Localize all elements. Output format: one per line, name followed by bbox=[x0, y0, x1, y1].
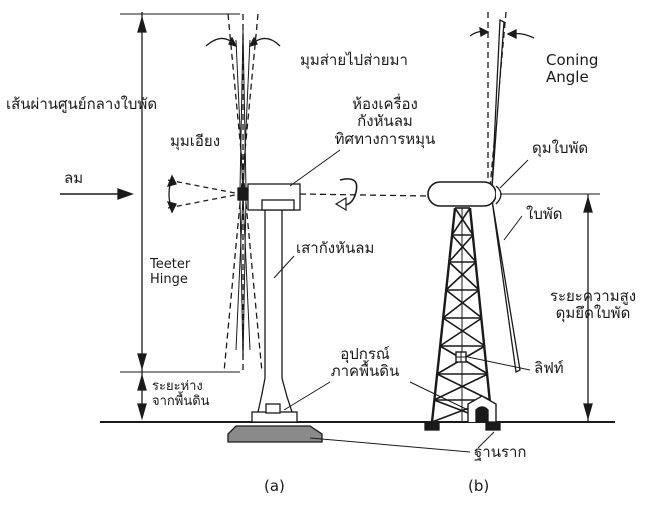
coning-line2: Angle bbox=[546, 68, 589, 87]
nacelle-b bbox=[427, 181, 497, 207]
foundation-b-left bbox=[424, 421, 440, 431]
foundation-leader-a bbox=[309, 437, 471, 453]
foundation-a bbox=[227, 425, 323, 443]
tower-label: เสากังหันลม bbox=[296, 239, 375, 257]
tower-a bbox=[251, 210, 298, 423]
lift-label: ลิฟท์ bbox=[534, 359, 564, 377]
wind-label: ลม bbox=[64, 169, 84, 187]
teeter-hinge-line2: Hinge bbox=[150, 271, 188, 287]
nacelle-label-line2: กังหันลม bbox=[357, 112, 413, 131]
yaw-angle-label: มุมเอียง bbox=[170, 132, 221, 150]
tower-leader bbox=[273, 255, 295, 279]
hub-height-label: ระยะความสูง ดุมยึดใบพัด bbox=[528, 287, 658, 323]
ground-equipment-line2: ภาคพื้นดิน bbox=[330, 362, 400, 381]
rotor-centerline-label: เส้นผ่านศูนย์กลางใบพัด bbox=[6, 95, 158, 113]
caption-b: (b) bbox=[468, 477, 490, 495]
nacelle-label: ห้องเครื่อง กังหันลม ทิศทางการหมุน bbox=[330, 95, 440, 148]
yaw-angle-lines bbox=[167, 179, 241, 209]
hub-height-dimension bbox=[500, 193, 600, 422]
teeter-hinge-line1: Teeter bbox=[150, 257, 191, 272]
foundation-label: ฐานราก bbox=[474, 443, 527, 461]
coning-line1: Coning bbox=[546, 51, 599, 69]
blade-leader bbox=[503, 215, 523, 241]
blade-label: ใบพัด bbox=[526, 205, 563, 223]
hub-a bbox=[237, 187, 249, 201]
hub-height-line2: ดุมยึดใบพัด bbox=[555, 304, 631, 323]
teeter-angle-label: มุมส่ายไปส่ายมา bbox=[300, 51, 408, 69]
lift-leader bbox=[467, 356, 531, 371]
clearance-line2: จากพื้นดิน bbox=[152, 393, 210, 409]
foundation-leader-b bbox=[477, 431, 495, 449]
nacelle-label-line1: ห้องเครื่อง bbox=[352, 95, 418, 113]
ground-equipment-line1: อุปกรณ์ bbox=[340, 345, 390, 363]
foundation-b-right bbox=[485, 421, 501, 431]
lattice-tower-b bbox=[430, 207, 494, 423]
teeter-hinge-label: Teeter Hinge bbox=[150, 257, 191, 288]
nacelle-leader bbox=[289, 149, 341, 187]
hub-leader bbox=[499, 159, 529, 189]
caption-a: (a) bbox=[264, 477, 285, 495]
clearance-label: ระยะห่าง จากพื้นดิน bbox=[152, 379, 210, 410]
yaw-direction-label: ทิศทางการหมุน bbox=[334, 129, 436, 148]
hub-label: ดุมใบพัด bbox=[532, 139, 589, 157]
coning-angle-label: Coning Angle bbox=[546, 51, 599, 87]
hub-height-line1: ระยะความสูง bbox=[549, 287, 637, 305]
ground-equipment-leader-b bbox=[409, 381, 469, 411]
rotor-blades-b bbox=[487, 18, 521, 373]
hub-centerline bbox=[299, 193, 429, 197]
ground-equipment-label: อุปกรณ์ ภาคพื้นดิน bbox=[310, 345, 420, 381]
rotor-diameter-dimension bbox=[120, 12, 240, 421]
ground-equipment-leader-a bbox=[283, 381, 331, 411]
clearance-line1: ระยะห่าง bbox=[152, 379, 203, 394]
